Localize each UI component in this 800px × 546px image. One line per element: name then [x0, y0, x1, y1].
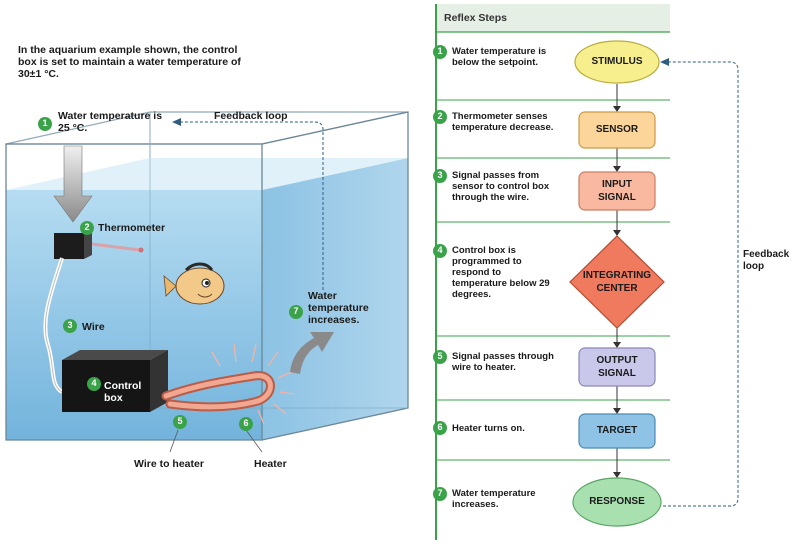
step-4-text: Control box is programmed to respond to … — [452, 245, 550, 300]
thermometer-device — [54, 229, 144, 259]
badge-6: 6 — [243, 418, 249, 428]
control-box — [62, 350, 168, 412]
node-output-shape — [578, 347, 656, 387]
intro-text: In the aquarium example shown, the contr… — [18, 44, 241, 80]
wire-to-heater-label: Wire to heater — [134, 458, 204, 470]
node-stimulus-label: STIMULUS — [591, 56, 643, 67]
panel-badge-2: 2 — [437, 111, 443, 121]
node-response-shape — [572, 477, 662, 527]
panel-badge-6: 6 — [437, 422, 443, 432]
heater-label: Heater — [254, 458, 287, 470]
badge-2: 2 — [84, 222, 90, 232]
node-input-label: INPUT SIGNAL — [598, 179, 636, 203]
node-integrating-shape — [569, 235, 665, 329]
feedback-loop-label-left: Feedback loop — [214, 110, 288, 122]
thermometer-label: Thermometer — [98, 222, 166, 234]
node-target-shape — [578, 413, 656, 449]
control-box-label: Control box — [104, 380, 142, 404]
input-arrow — [53, 145, 93, 223]
panel-badge-7: 7 — [437, 488, 443, 498]
node-sensor-label: SENSOR — [595, 124, 639, 135]
aquarium-badges — [38, 117, 303, 431]
feedback-loop-arrow-left — [180, 121, 324, 290]
water-temperature-label: Water temperature is 25 °C. — [58, 110, 163, 134]
node-input-shape — [578, 171, 656, 211]
panel-badges — [433, 45, 447, 501]
node-output-label: OUTPUT SIGNAL — [596, 355, 638, 379]
fish — [163, 262, 225, 305]
badge-7: 7 — [293, 306, 299, 316]
water-increases-label: Water temperature increases. — [308, 290, 369, 326]
step-6-text: Heater turns on. — [452, 423, 525, 434]
rising-temperature-arrow — [290, 332, 334, 374]
badge-4: 4 — [91, 378, 97, 388]
feedback-loop-label-right: Feedback loop — [743, 249, 790, 272]
badge-3: 3 — [67, 320, 73, 330]
badge-1: 1 — [42, 118, 48, 128]
heater-coil — [161, 343, 295, 425]
panel-badge-4: 4 — [437, 245, 443, 255]
reflex-steps-panel — [435, 4, 670, 540]
step-3-text: Signal passes from sensor to control box… — [452, 170, 550, 203]
step-5-text: Signal passes through wire to heater. — [452, 351, 554, 373]
panel-badge-5: 5 — [437, 351, 443, 361]
node-sensor-shape — [578, 111, 656, 149]
step-1-text: Water temperature is below the setpoint. — [452, 46, 547, 68]
node-stimulus-shape — [574, 40, 660, 84]
panel-badge-3: 3 — [437, 170, 443, 180]
badge-5: 5 — [177, 416, 183, 426]
panel-badge-1: 1 — [437, 46, 443, 56]
node-integrating-label: INTEGRATING CENTER — [582, 270, 652, 294]
step-2-text: Thermometer senses temperature decrease. — [452, 111, 554, 133]
node-response-label: RESPONSE — [589, 496, 645, 507]
panel-title: Reflex Steps — [444, 12, 508, 24]
node-target-label: TARGET — [596, 425, 638, 436]
step-7-text: Water temperature increases. — [452, 488, 536, 510]
feedback-loop-arrow-right — [663, 61, 739, 507]
wire-label: Wire — [82, 321, 105, 333]
